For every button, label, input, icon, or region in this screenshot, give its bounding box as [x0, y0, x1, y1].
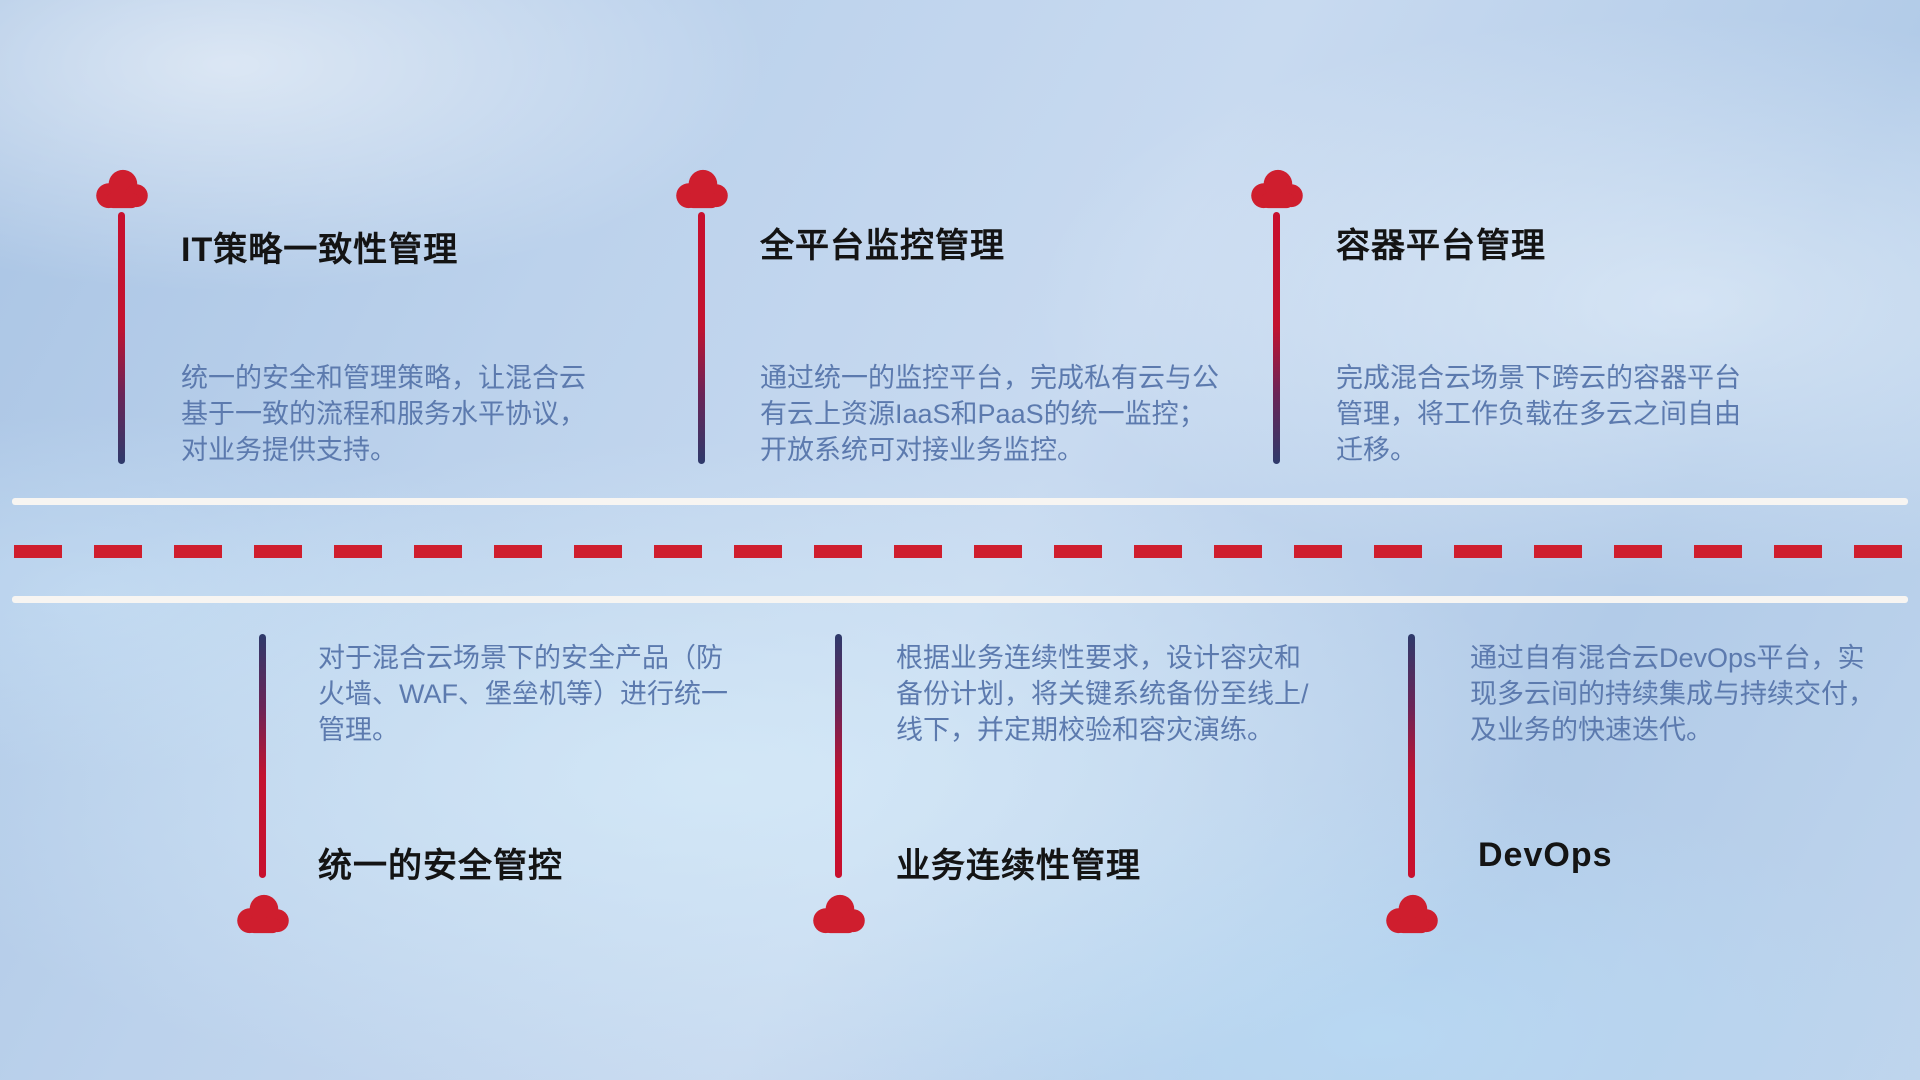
cloud-icon — [234, 893, 292, 935]
divider-line-bottom — [12, 596, 1908, 603]
timeline-connector — [835, 634, 842, 878]
cloud-icon — [1248, 168, 1306, 210]
bottom-item-title-1: 统一的安全管控 — [318, 847, 563, 885]
top-item-title-3: 容器平台管理 — [1336, 227, 1546, 265]
cloud-icon — [1383, 893, 1441, 935]
divider-line-top — [12, 498, 1908, 505]
cloud-icon — [673, 168, 731, 210]
bottom-item-title-2: 业务连续性管理 — [896, 847, 1141, 885]
cloud-icon — [810, 893, 868, 935]
top-item-desc-3: 完成混合云场景下跨云的容器平台管理，将工作负载在多云之间自由迁移。 — [1336, 363, 1741, 465]
top-item-title-2: 全平台监控管理 — [760, 227, 1005, 265]
timeline-connector — [1408, 634, 1415, 878]
bottom-item-desc-3: 通过自有混合云DevOps平台，实现多云间的持续集成与持续交付，及业务的快速迭代… — [1470, 643, 1875, 745]
timeline-connector — [1273, 212, 1280, 464]
timeline-connector — [698, 212, 705, 464]
bottom-item-desc-1: 对于混合云场景下的安全产品（防火墙、WAF、堡垒机等）进行统一管理。 — [318, 643, 728, 745]
bottom-item-title-3: DevOps — [1478, 836, 1613, 874]
top-item-desc-1: 统一的安全和管理策略，让混合云基于一致的流程和服务水平协议，对业务提供支持。 — [181, 363, 586, 465]
cloud-icon — [93, 168, 151, 210]
timeline-connector — [118, 212, 125, 464]
top-item-title-1: IT策略一致性管理 — [181, 231, 459, 269]
timeline-connector — [259, 634, 266, 878]
bottom-item-desc-2: 根据业务连续性要求，设计容灾和备份计划，将关键系统备份至线上/线下，并定期校验和… — [896, 643, 1309, 745]
divider-dashed-line — [14, 545, 1910, 558]
top-item-desc-2: 通过统一的监控平台，完成私有云与公有云上资源IaaS和PaaS的统一监控；开放系… — [760, 363, 1219, 465]
